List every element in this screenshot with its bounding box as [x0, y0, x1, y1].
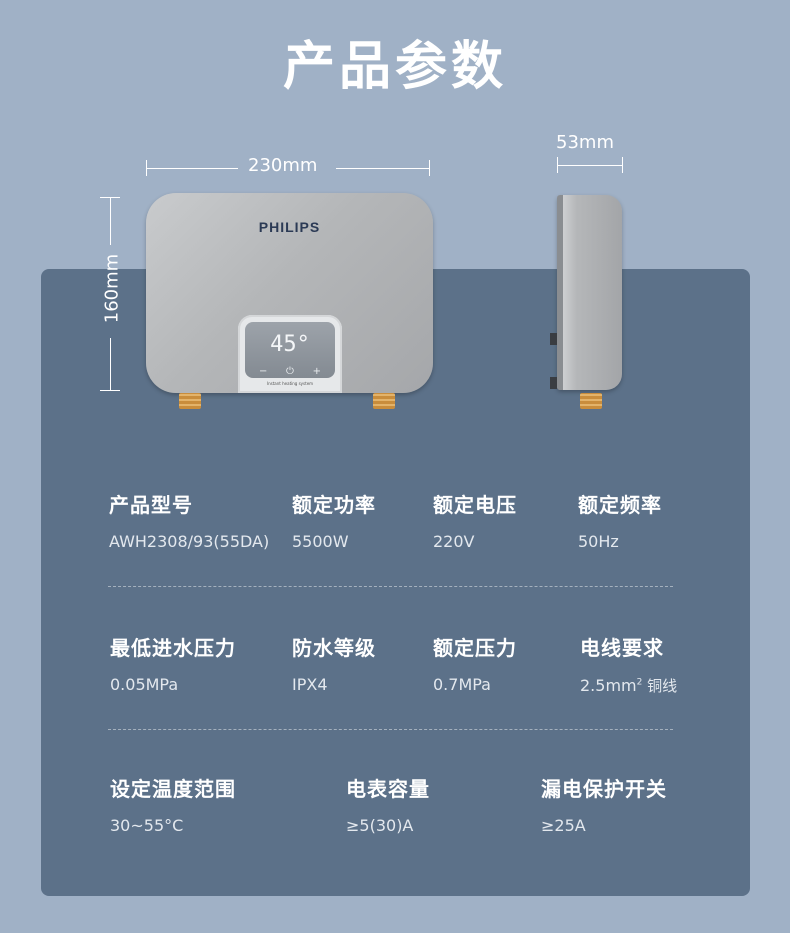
spec-temp-range: 设定温度范围 30~55°C — [110, 773, 236, 835]
width-dim-cap-right — [429, 160, 430, 176]
spec-label: 防水等级 — [292, 636, 376, 660]
spec-label: 额定频率 — [578, 493, 662, 517]
depth-dim-cap-right — [622, 157, 623, 173]
minus-icon: − — [259, 366, 268, 377]
temperature-readout: 45° — [270, 332, 310, 357]
side-connector — [550, 333, 557, 345]
spec-frequency: 额定频率 50Hz — [578, 489, 662, 551]
power-icon: ⏻ — [286, 366, 294, 377]
height-dim-label: 160mm — [101, 253, 123, 324]
spec-label: 电表容量 — [346, 777, 430, 801]
spec-value: ≥25A — [541, 816, 586, 835]
spec-label: 产品型号 — [109, 493, 193, 517]
spec-label: 设定温度范围 — [110, 777, 236, 801]
side-connector — [550, 377, 557, 389]
spec-leakage-switch: 漏电保护开关 ≥25A — [541, 773, 667, 835]
spec-label: 最低进水压力 — [110, 636, 236, 660]
spec-value: IPX4 — [292, 675, 328, 694]
page-title: 产品参数 — [282, 37, 507, 97]
spec-value-main: 2.5mm — [580, 676, 637, 695]
spec-rated-pressure: 额定压力 0.7MPa — [433, 632, 517, 694]
height-dim-line-bottom — [110, 338, 111, 390]
spec-label: 额定功率 — [292, 493, 376, 517]
spec-model: 产品型号 AWH2308/93(55DA) — [109, 489, 269, 551]
row-divider — [108, 729, 673, 730]
height-dim-cap-bottom — [100, 390, 120, 391]
spec-min-pressure: 最低进水压力 0.05MPa — [110, 632, 236, 694]
spec-value: ≥5(30)A — [346, 816, 414, 835]
row-divider — [108, 586, 673, 587]
side-back-plate — [557, 195, 563, 390]
spec-value: 220V — [433, 532, 475, 551]
spec-value: 0.05MPa — [110, 675, 179, 694]
outlet-pipe — [373, 393, 395, 409]
spec-value-sup: 2 — [636, 677, 643, 688]
height-dim-line-top — [110, 197, 111, 245]
water-heater-side — [550, 195, 622, 390]
spec-label: 额定电压 — [433, 493, 517, 517]
width-dim-label: 230mm — [248, 155, 318, 176]
spec-meter: 电表容量 ≥5(30)A — [346, 773, 430, 835]
display-strip-text: Instant heating system — [266, 381, 314, 386]
brand-logo: PHILIPS — [258, 219, 321, 235]
width-dim-line-right — [336, 168, 429, 169]
spec-label: 额定压力 — [433, 636, 517, 660]
spec-label: 电线要求 — [580, 636, 664, 660]
width-dim-line-left — [146, 168, 238, 169]
water-heater-front: PHILIPS 45° − ⏻ + Instant heating system — [146, 193, 433, 393]
spec-value: 50Hz — [578, 532, 619, 551]
plus-icon: + — [312, 366, 321, 377]
depth-dim-label: 53mm — [556, 132, 614, 153]
spec-voltage: 额定电压 220V — [433, 489, 517, 551]
spec-label: 漏电保护开关 — [541, 777, 667, 801]
control-display: 45° − ⏻ + Instant heating system — [238, 315, 342, 393]
display-screen: 45° − ⏻ + — [245, 322, 335, 378]
spec-value-tail: 铜线 — [642, 677, 678, 695]
inlet-pipe — [179, 393, 201, 409]
spec-value: 30~55°C — [110, 816, 184, 835]
spec-value: 5500W — [292, 532, 349, 551]
spec-value: 0.7MPa — [433, 675, 491, 694]
side-pipe — [580, 393, 602, 409]
spec-power: 额定功率 5500W — [292, 489, 376, 551]
depth-dim-line — [557, 165, 622, 166]
spec-value: AWH2308/93(55DA) — [109, 532, 270, 551]
spec-wire: 电线要求 2.5mm2 铜线 — [580, 632, 677, 696]
spec-waterproof: 防水等级 IPX4 — [292, 632, 376, 694]
spec-value: 2.5mm2 铜线 — [580, 675, 677, 696]
